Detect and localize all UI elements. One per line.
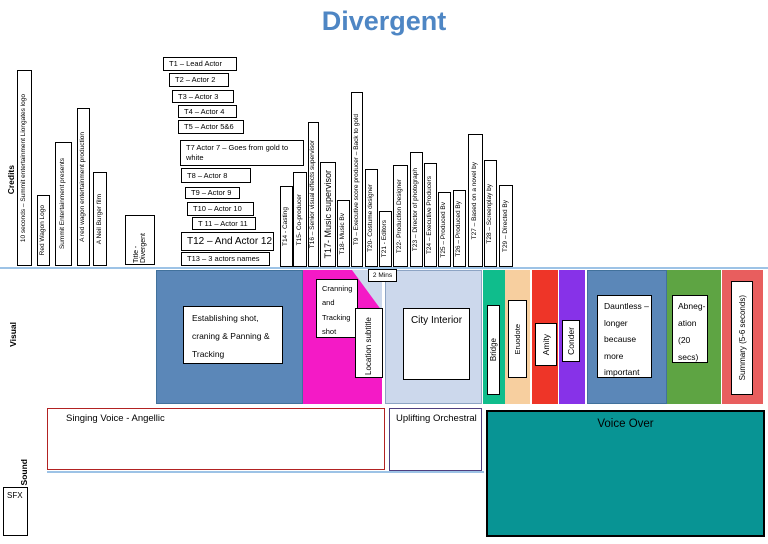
credit-bar-t19-score-producer: T9 – Executive score producer – Back to … xyxy=(351,92,363,267)
credit-bar-t15-co-producer: T15- Co-producer xyxy=(293,172,307,267)
credit-bar-summit-presents: Summit Entertainment presents xyxy=(55,142,72,266)
bridge-card: Bridge xyxy=(487,305,500,395)
credit-card-t11: T 11 – Actor 11 xyxy=(192,217,256,230)
cranning-tracking-card: Cranning and Tracking shot xyxy=(316,279,358,338)
row-label-sound: Sound xyxy=(18,458,29,486)
credit-card-t13: T13 – 3 actors names xyxy=(181,252,270,266)
location-subtitle-card: Location subtitle xyxy=(355,308,383,378)
row-label-credits: Credits xyxy=(5,165,16,195)
amity-card: Amity xyxy=(535,323,557,366)
credit-card-t9: T9 – Actor 9 xyxy=(185,187,240,199)
credit-bar-red-wagon-production: A red wagon entertainment production xyxy=(77,108,90,266)
credit-card-t12: T12 – And Actor 12 xyxy=(181,232,274,251)
credit-card-title-divergent: Title - Divergent xyxy=(125,215,155,265)
credit-bar-t23-photography: T23 – Director of photograph xyxy=(410,152,423,267)
credit-card-t3: T3 – Actor 3 xyxy=(172,90,234,103)
credit-bar-t25-produced-by: T25 – Produced Bv xyxy=(438,192,451,267)
credit-card-t2: T2 – Actor 2 xyxy=(169,73,229,87)
sfx-box: SFX xyxy=(3,487,28,536)
credit-bar-t14-casting: T14 - Casting xyxy=(280,186,293,267)
credit-card-t4: T4 – Actor 4 xyxy=(178,105,237,118)
credit-bar-t16-vfx-supervisor: T16 – Senior visual effects supervisor xyxy=(308,122,319,267)
erudite-card: Eruodote xyxy=(508,300,527,378)
credit-bar-t27-based-on-novel: T27 – Based on a novel by xyxy=(468,134,483,267)
sound-sfx-divider-line xyxy=(47,471,484,473)
credit-card-t8: T8 – Actor 8 xyxy=(181,168,251,183)
credit-bar-studio-logo: 10 seconds – Summit entertainment Lionga… xyxy=(17,70,32,266)
credit-bar-t28-screenplay: T28 – Screenplay by xyxy=(484,160,497,267)
row-label-visual: Visual xyxy=(7,321,18,347)
credit-bar-red-wagon-logo: Red Wagon Logo xyxy=(37,195,50,266)
candor-card: Conder xyxy=(562,320,580,362)
credit-bar-t24-exec-producers: T24 – Executive Producers xyxy=(424,163,437,267)
credit-bar-neil-burger-film: A Neil Burger film xyxy=(93,172,107,266)
credit-bar-t17-music-supervisor: T17- Music supervisor xyxy=(320,162,336,267)
credit-card-t5: T5 – Actor 5&6 xyxy=(178,120,244,134)
credit-card-t7: T7 Actor 7 – Goes from gold to white xyxy=(180,140,304,166)
dauntless-card: Dauntless – longer because more importan… xyxy=(597,295,652,378)
abnegation-card: Abneg-ation (20 secs) xyxy=(672,295,708,363)
duration-note: 2 Mins xyxy=(368,269,397,282)
credit-bar-t29-directed-by: T29 – Directed By xyxy=(499,185,513,267)
credit-bar-t22-production-designer: T22- Production Designer xyxy=(393,165,408,267)
city-interior-card: City Interior xyxy=(403,308,470,380)
singing-voice-box: Singing Voice - Angellic xyxy=(47,408,385,470)
credit-card-t1: T1 – Lead Actor xyxy=(163,57,237,71)
establishing-shot-card: Establishing shot, craning & Panning & T… xyxy=(183,306,283,364)
summary-card: Summary (5-6 seconds) xyxy=(731,281,753,395)
credit-card-t10: T10 – Actor 10 xyxy=(187,202,254,216)
voice-over-box: Voice Over xyxy=(486,410,765,537)
credit-bar-t26-produced-by: T26 – Produced By xyxy=(453,190,466,267)
credit-bar-t20-costume-designer: T20- Costume designer xyxy=(365,169,378,267)
credit-bar-t21-editors: T21 - Editors xyxy=(379,211,392,267)
uplifting-orchestral-box: Uplifting Orchestral xyxy=(389,408,482,471)
credit-bar-t18-music-by: T18- Music Bv xyxy=(337,200,350,267)
page-title: Divergent xyxy=(321,6,447,36)
credits-visual-divider-line xyxy=(0,267,768,269)
